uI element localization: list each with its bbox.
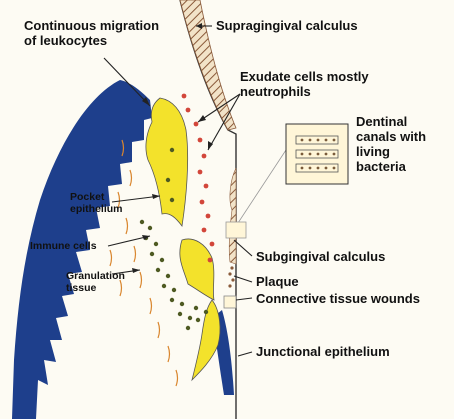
exudate-cells xyxy=(181,93,215,263)
label-immune-cells: Immune cells xyxy=(30,240,97,252)
label-supragingival-calculus: Supragingival calculus xyxy=(216,18,358,33)
gingiva-epithelium xyxy=(12,80,152,419)
label-junctional-epithelium: Junctional epithelium xyxy=(256,344,390,359)
connective-tissue-wound xyxy=(223,295,237,309)
subgingival-calculus-shape xyxy=(228,167,237,265)
label-connective-tissue-wounds: Connective tissue wounds xyxy=(256,291,420,306)
label-exudate-cells: Exudate cells mostly neutrophils xyxy=(240,69,369,99)
junctional-yellow xyxy=(191,299,221,382)
label-plaque: Plaque xyxy=(256,274,299,289)
granulation-tissue xyxy=(109,139,179,387)
plaque-deposits xyxy=(228,266,235,288)
label-dentinal-canals: Dentinal canals with living bacteria xyxy=(356,114,427,174)
dentinal-canals-inset xyxy=(225,123,349,239)
label-granulation-tissue: Granulation tissue xyxy=(66,270,125,295)
pointer-lines xyxy=(103,25,253,357)
pocket-epithelium-upper xyxy=(145,97,189,228)
supragingival-calculus-shape xyxy=(179,0,237,131)
label-continuous-migration: Continuous migration of leukocytes xyxy=(24,18,160,48)
label-pocket-epithelium: Pocket epithelium xyxy=(70,191,123,216)
label-subgingival-calculus: Subgingival calculus xyxy=(256,249,386,264)
immune-cells xyxy=(139,147,209,331)
pocket-epithelium-lower xyxy=(179,238,215,301)
pointer-arrowheads xyxy=(132,23,213,273)
